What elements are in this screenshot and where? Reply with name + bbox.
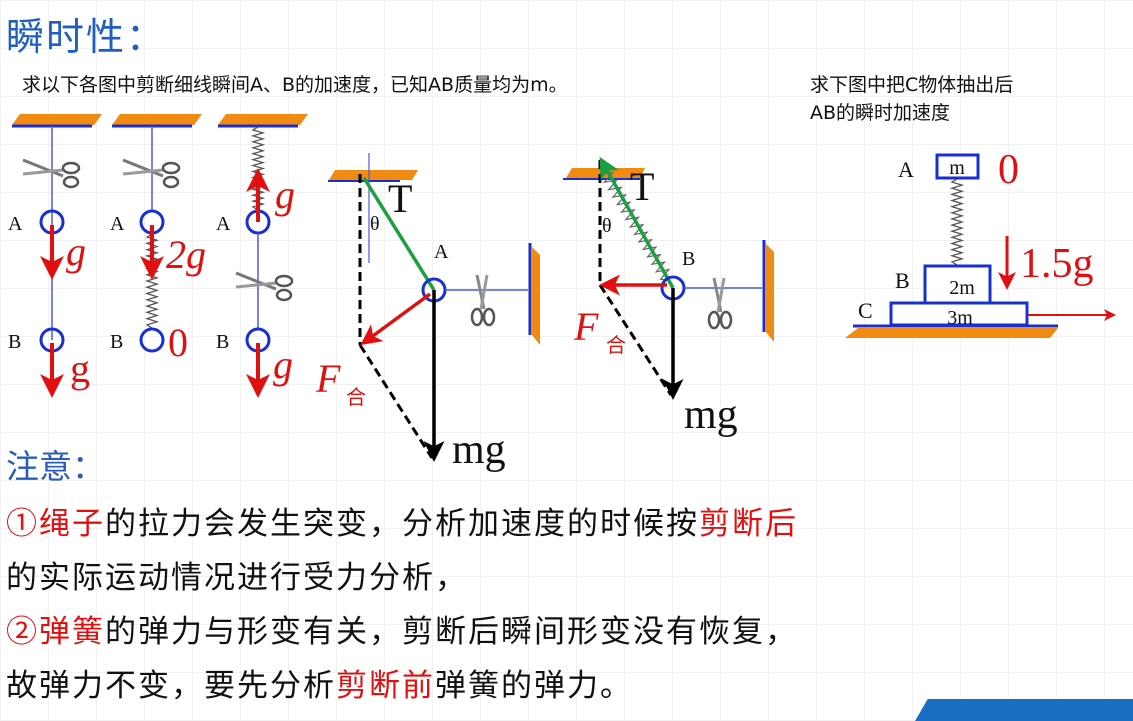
label-a: A [8, 213, 23, 235]
scissors-icon [470, 273, 496, 327]
spring [598, 167, 671, 281]
tension-line [362, 177, 436, 291]
svg-text:A: A [216, 213, 231, 235]
note-heading: 注意： [6, 447, 105, 486]
note-line-4: 故弹力不变，要先分析剪断前弹簧的弹力。 [6, 668, 633, 704]
svg-text:T: T [388, 176, 412, 221]
svg-text:F: F [315, 356, 341, 401]
svg-text:3m: 3m [947, 307, 973, 329]
answer-a: g [66, 229, 86, 274]
svg-text:B: B [895, 268, 910, 293]
diagram-4-rope-pendulum: T θ A mg F 合 [315, 153, 540, 473]
svg-text:B: B [216, 331, 229, 353]
svg-text:B: B [682, 248, 695, 270]
question-2-line-1: 求下图中把C物体抽出后 [810, 74, 1014, 96]
spring [949, 178, 965, 266]
svg-text:m: m [949, 157, 965, 179]
diagram-6-stacked-blocks: m 2m 3m A B C 0 1.5g [845, 147, 1116, 338]
label-b: B [8, 331, 21, 353]
svg-text:θ: θ [602, 215, 612, 237]
diagram-5-spring-pendulum: T θ B mg F 合 [563, 156, 774, 438]
svg-text:T: T [630, 164, 654, 209]
svg-text:A: A [898, 157, 914, 182]
answer-b: 1.5g [1020, 241, 1094, 287]
answer-b: g [70, 346, 90, 391]
tension-line [599, 156, 675, 289]
answer-a: 2g [166, 232, 206, 277]
svg-text:θ: θ [370, 213, 380, 235]
scissors-icon [707, 276, 733, 330]
svg-text:A: A [110, 213, 125, 235]
svg-text:合: 合 [346, 385, 366, 409]
svg-text:F: F [573, 304, 599, 349]
svg-text:C: C [858, 298, 873, 323]
svg-text:合: 合 [606, 333, 626, 357]
scissors-icon [21, 158, 81, 189]
answer-a: g [275, 172, 295, 217]
footer-bar [915, 699, 1133, 721]
answer-b: 0 [168, 320, 188, 365]
net-force-arrow [360, 292, 432, 346]
answer-a: 0 [998, 147, 1019, 193]
diagram-1-rope-rope: A B g g [8, 114, 102, 398]
scissors-icon [234, 271, 294, 302]
diagram-3-spring-rope: A B g g [216, 114, 308, 398]
scissors-icon [121, 158, 181, 189]
diagram-2-rope-spring: A B 2g 0 [110, 114, 206, 365]
note-line-1: ①绳子的拉力会发生突变，分析加速度的时候按剪断后 [6, 506, 798, 542]
ceiling [12, 114, 102, 125]
question-1: 求以下各图中剪断细线瞬间A、B的加速度，已知AB质量均为m。 [22, 74, 568, 96]
svg-text:B: B [110, 331, 123, 353]
svg-text:2m: 2m [949, 277, 975, 299]
slide-title: 瞬时性： [6, 15, 167, 59]
spring [144, 233, 160, 329]
answer-b: g [273, 342, 293, 387]
question-2-line-2: AB的瞬时加速度 [810, 102, 951, 124]
svg-text:A: A [434, 241, 449, 263]
note-line-2: 的实际运动情况进行受力分析， [6, 560, 468, 596]
svg-text:mg: mg [684, 392, 738, 438]
note-line-3: ②弹簧的弹力与形变有关，剪断后瞬间形变没有恢复， [6, 614, 798, 650]
svg-text:mg: mg [452, 427, 506, 473]
